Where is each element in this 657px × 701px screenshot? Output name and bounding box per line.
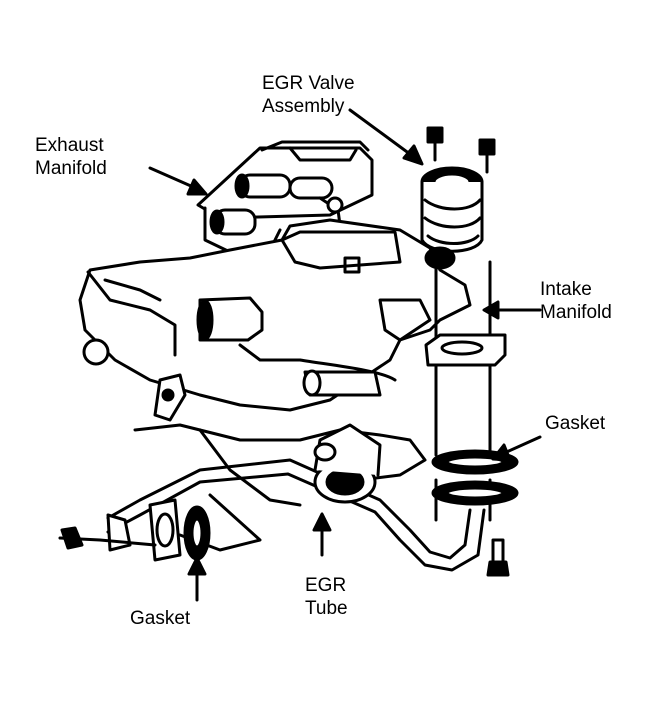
egr-tube-line1: EGR [305, 575, 347, 596]
gasket-right-drawing [431, 449, 519, 506]
gasket-left-label: Gasket [130, 607, 190, 630]
lower-bolt-drawing [486, 538, 510, 577]
exhaust-manifold-drawing [196, 140, 374, 254]
engine-body-drawing [78, 218, 472, 507]
egr-valve-drawing [420, 126, 496, 270]
egr-valve-assembly-line2: Assembly [262, 96, 345, 117]
intake-manifold-line1: Intake [540, 279, 592, 300]
exhaust-manifold-line1: Exhaust [35, 135, 104, 156]
intake-flange-drawing [424, 333, 507, 367]
exhaust-manifold-label: Exhaust Manifold [35, 134, 107, 180]
gasket-right-text: Gasket [545, 413, 606, 434]
intake-manifold-line2: Manifold [540, 302, 612, 323]
intake-manifold-label: Intake Manifold [540, 278, 612, 324]
egr-tube-drawing [106, 423, 486, 572]
exhaust-manifold-line2: Manifold [35, 158, 107, 179]
egr-tube-line2: Tube [305, 598, 348, 619]
callout-arrows [148, 108, 542, 602]
egr-valve-assembly-label: EGR Valve Assembly [262, 72, 355, 118]
gasket-right-label: Gasket [545, 412, 605, 435]
gasket-left-text: Gasket [130, 608, 191, 629]
egr-tube-label: EGR Tube [305, 574, 348, 620]
egr-valve-assembly-line1: EGR Valve [262, 73, 355, 94]
left-flange-drawing [58, 493, 262, 562]
